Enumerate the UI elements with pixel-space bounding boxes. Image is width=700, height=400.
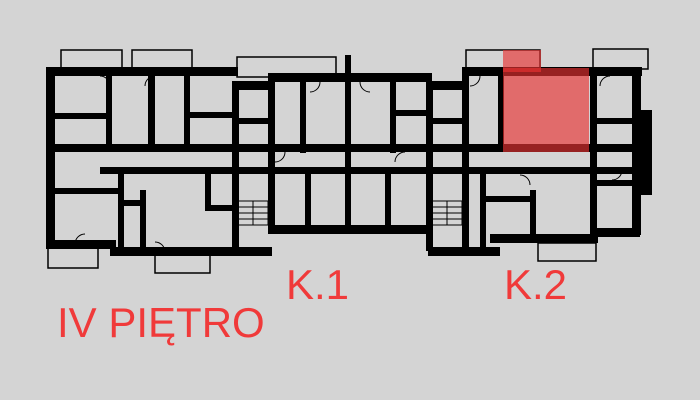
floor-label: IV PIĘTRO bbox=[57, 299, 265, 346]
stairs bbox=[237, 200, 463, 226]
walls bbox=[46, 55, 652, 256]
doors bbox=[74, 75, 623, 253]
section-label-k1[interactable]: K.1 bbox=[286, 261, 350, 308]
section-label-k2[interactable]: K.2 bbox=[504, 261, 568, 308]
highlighted-apartment[interactable] bbox=[503, 50, 589, 152]
